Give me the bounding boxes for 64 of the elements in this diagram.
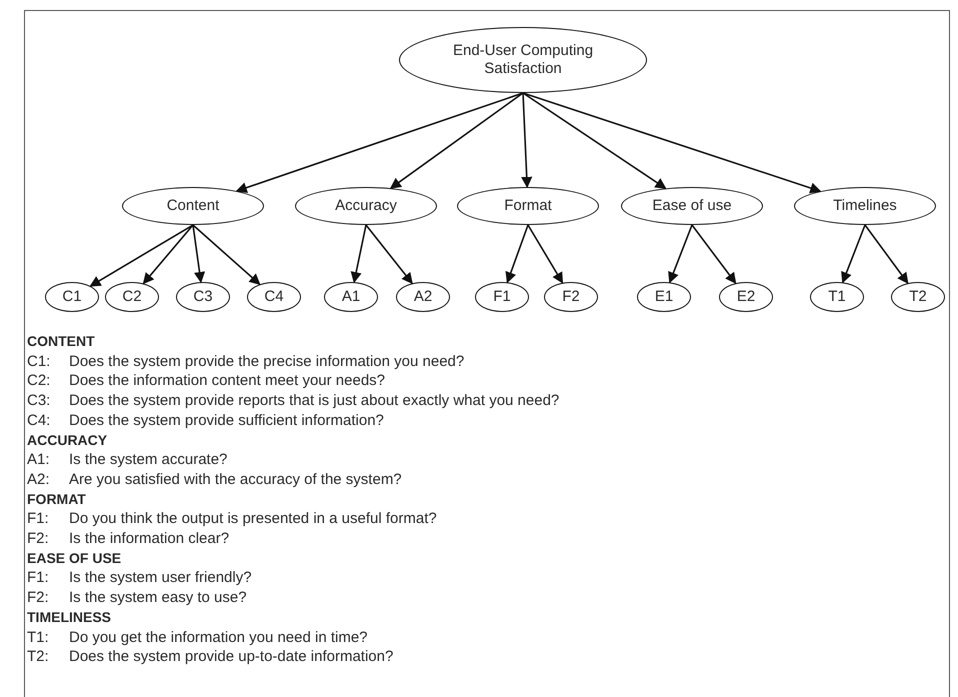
arrow	[668, 224, 693, 284]
factor-ellipse: Timelines	[794, 187, 936, 225]
item-ellipse: C3	[176, 282, 230, 312]
arrow	[192, 224, 206, 284]
question-text: Does the information content meet your needs?	[69, 371, 386, 392]
arrow	[142, 224, 194, 284]
section-heading: EASE OF USE	[27, 548, 122, 568]
question-code: T2:	[27, 647, 50, 667]
question-text: Is the information clear?	[69, 529, 230, 549]
item-ellipse: F1	[475, 282, 529, 312]
item-ellipse: C2	[105, 282, 159, 312]
question-code: C2:	[27, 371, 52, 392]
item-ellipse: T2	[891, 282, 945, 312]
question-text: Do you think the output is presented in a useful format?	[69, 509, 437, 530]
question-code: F2:	[27, 588, 50, 608]
factor-ellipse: Accuracy	[295, 187, 437, 225]
section-heading: ACCURACY	[27, 430, 108, 450]
arrow	[192, 224, 261, 286]
section-heading: TIMELINESS	[27, 608, 112, 627]
question-text: Are you satisfied with the accuracy of the system?	[69, 470, 402, 490]
question-code: C1:	[27, 352, 52, 372]
question-code: F1:	[27, 509, 50, 530]
arrow	[236, 92, 524, 194]
question-text: Does the system provide up-to-date information?	[69, 647, 394, 667]
question-code: F2:	[27, 529, 50, 549]
arrow	[521, 92, 532, 188]
question-code: C3:	[27, 391, 52, 411]
arrow	[691, 224, 736, 284]
arrow	[522, 92, 667, 190]
question-code: A1:	[27, 450, 51, 470]
arrow	[350, 224, 367, 284]
item-ellipse: C4	[247, 282, 301, 312]
question-code: F1:	[27, 568, 50, 588]
question-text: Is the system easy to use?	[69, 588, 247, 608]
question-text: Is the system user friendly?	[69, 568, 252, 588]
item-ellipse: E1	[637, 282, 691, 312]
question-code: T1:	[27, 628, 50, 648]
item-ellipse: A2	[396, 282, 450, 312]
question-code: C4:	[27, 410, 52, 431]
factor-ellipse: Content	[122, 187, 264, 225]
question-text: Is the system accurate?	[69, 450, 228, 470]
arrow	[89, 224, 194, 287]
question-text: Do you get the information you need in time?	[69, 628, 368, 648]
item-ellipse: E2	[719, 282, 773, 312]
question-text: Does the system provide the precise information you need?	[69, 352, 464, 372]
arrow	[522, 92, 822, 194]
factor-ellipse: Ease of use	[621, 187, 763, 225]
section-heading: CONTENT	[27, 332, 96, 351]
arrow	[527, 224, 564, 284]
item-ellipse: A1	[324, 282, 378, 312]
arrow	[864, 224, 908, 284]
arrow	[390, 92, 524, 189]
item-ellipse: C1	[45, 282, 99, 312]
item-ellipse: F2	[544, 282, 598, 312]
question-text: Does the system provide sufficient information?	[69, 410, 384, 431]
arrow	[841, 224, 866, 284]
section-heading: FORMAT	[27, 490, 87, 509]
arrow	[505, 224, 529, 284]
item-ellipse: T1	[810, 282, 864, 312]
arrow	[365, 224, 413, 284]
factor-ellipse: Format	[457, 187, 599, 225]
question-text: Does the system provide reports that is just about exactly what you need?	[69, 391, 560, 411]
question-code: A2:	[27, 470, 51, 490]
root-ellipse: End-User Computing Satisfaction	[399, 27, 647, 93]
